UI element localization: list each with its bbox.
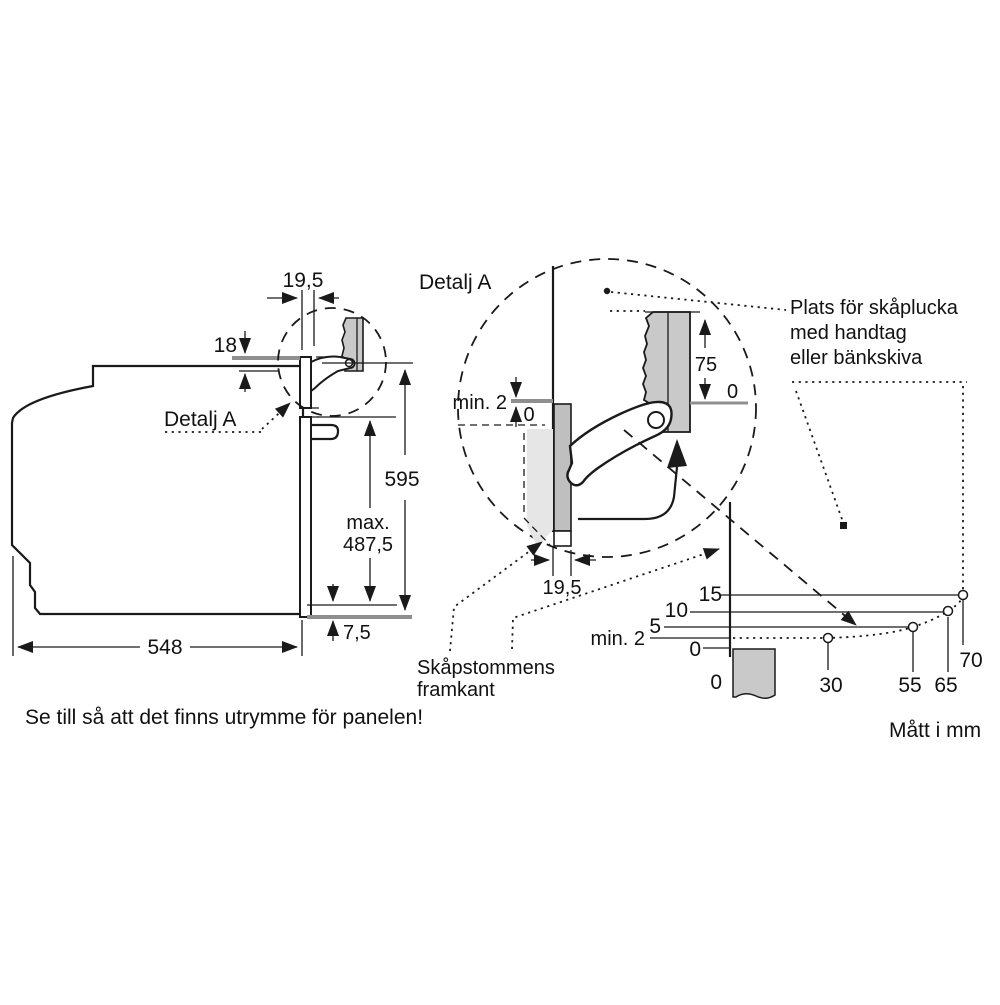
dim548-label: 548 <box>147 636 182 659</box>
leader-end-square <box>840 522 847 529</box>
plats-text-line2: med handtag <box>790 322 907 344</box>
point-70-15 <box>957 589 969 601</box>
ytick-10: 10 <box>665 599 688 622</box>
cabinet-front-section <box>732 648 776 699</box>
detail-circle-large <box>457 258 757 558</box>
dim487-label-value: 487,5 <box>343 534 393 556</box>
door-bottom-cap <box>553 530 572 547</box>
pivot-projection-dashed <box>623 429 857 626</box>
point-30-min2 <box>822 632 834 644</box>
plats-square-leader <box>795 390 844 523</box>
xtick-30: 30 <box>819 674 842 697</box>
point-65-10 <box>942 605 954 617</box>
dim18-label: 18 <box>214 334 237 357</box>
door-closed-bar <box>553 403 572 532</box>
door-zero-dashed-corner <box>523 517 551 546</box>
oven-body-outline <box>10 364 305 616</box>
door-swing-arrowhead <box>667 439 687 468</box>
skapstommens-leader-chart <box>511 548 720 650</box>
ytick-min2: min. 2 <box>591 628 645 650</box>
door-zero-position-fill <box>527 429 553 546</box>
dim195-label: 19,5 <box>283 269 324 292</box>
zero-top-label: 0 <box>727 381 738 403</box>
skapstommens-text-line2: framkant <box>417 679 495 701</box>
oven-front-panel-top <box>299 356 312 409</box>
plats-leader-line <box>610 291 787 311</box>
oven-side-view: 18 19,5 Detalj A 595 max. 487,5 <box>10 269 420 659</box>
clearance-chart: 15 10 5 min. 2 0 0 30 55 65 70 <box>591 502 983 699</box>
dim595-label: 595 <box>384 468 419 491</box>
min2-label: min. 2 <box>453 392 507 414</box>
oven-front-panel-door <box>299 416 312 618</box>
leader-origin-dot <box>603 287 611 295</box>
point-55-5 <box>907 621 919 633</box>
detail-callout-label: Detalj A <box>164 408 236 431</box>
xtick-70: 70 <box>959 649 982 672</box>
hinge-arm-large <box>566 400 673 487</box>
hinge-arm-small <box>310 355 356 393</box>
units-label: Mått i mm <box>889 719 981 742</box>
dim195d-label: 19,5 <box>543 577 582 599</box>
dim487-label-max: max. <box>346 512 389 534</box>
plats-text-line1: Plats för skåplucka <box>790 297 959 319</box>
door-swing-arrow <box>578 466 679 521</box>
xtick-65: 65 <box>934 674 957 697</box>
plats-text-line3: eller bänkskiva <box>790 347 923 369</box>
detail-a-view: Detalj A min. 2 0 75 0 <box>419 258 857 626</box>
panel-space-note: Se till så att det finns utrymme för pan… <box>25 706 423 729</box>
annotations: Plats för skåplucka med handtag eller bä… <box>25 287 981 742</box>
dim75gap-label: 7,5 <box>343 622 371 644</box>
detail-circle-small <box>277 307 387 417</box>
ytick-0: 0 <box>689 638 701 661</box>
hinge-pivot-large <box>647 411 665 429</box>
detail-callout-arrow <box>261 402 291 430</box>
skapstommens-leader-detail <box>449 541 543 652</box>
ytick-15: 15 <box>699 583 722 606</box>
zero-front-label: 0 <box>523 404 534 426</box>
xtick-55: 55 <box>898 674 921 697</box>
skapstommens-text-line1: Skåpstommens <box>417 657 555 679</box>
detail-title: Detalj A <box>419 271 491 294</box>
dim75-label: 75 <box>695 354 717 376</box>
ytick-5: 5 <box>649 615 661 638</box>
xtick-0: 0 <box>710 671 722 694</box>
door-handle <box>311 423 340 441</box>
